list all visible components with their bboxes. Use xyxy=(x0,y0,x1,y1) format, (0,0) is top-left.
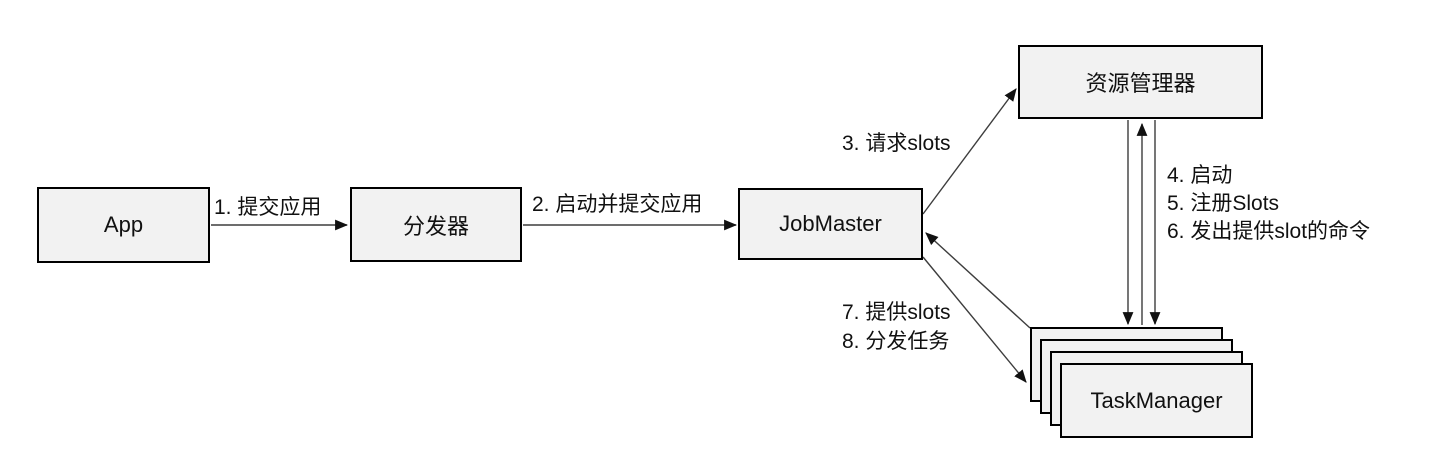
edge-label-provide-slots: 7. 提供slots xyxy=(842,301,951,324)
node-dispatcher: 分发器 xyxy=(350,187,522,262)
edge-label-start-and-submit-app: 2. 启动并提交应用 xyxy=(532,193,703,216)
node-task-manager: TaskManager xyxy=(1060,363,1253,438)
edge-label-register-slots: 5. 注册Slots xyxy=(1167,192,1280,215)
node-app: App xyxy=(37,187,210,263)
edge-label-start-task-manager: 4. 启动 xyxy=(1167,164,1233,187)
edge-label-submit-app: 1. 提交应用 xyxy=(214,196,322,219)
node-job-master: JobMaster xyxy=(738,188,923,260)
node-resource-manager: 资源管理器 xyxy=(1018,45,1263,119)
edge-label-group-rm-tm: 4. 启动 5. 注册Slots 6. 发出提供slot的命令 xyxy=(1167,162,1370,246)
edge-label-offer-slot-command: 6. 发出提供slot的命令 xyxy=(1167,220,1371,243)
edge-label-request-slots: 3. 请求slots xyxy=(842,132,951,155)
edge-label-dispatch-tasks: 8. 分发任务 xyxy=(842,330,950,353)
